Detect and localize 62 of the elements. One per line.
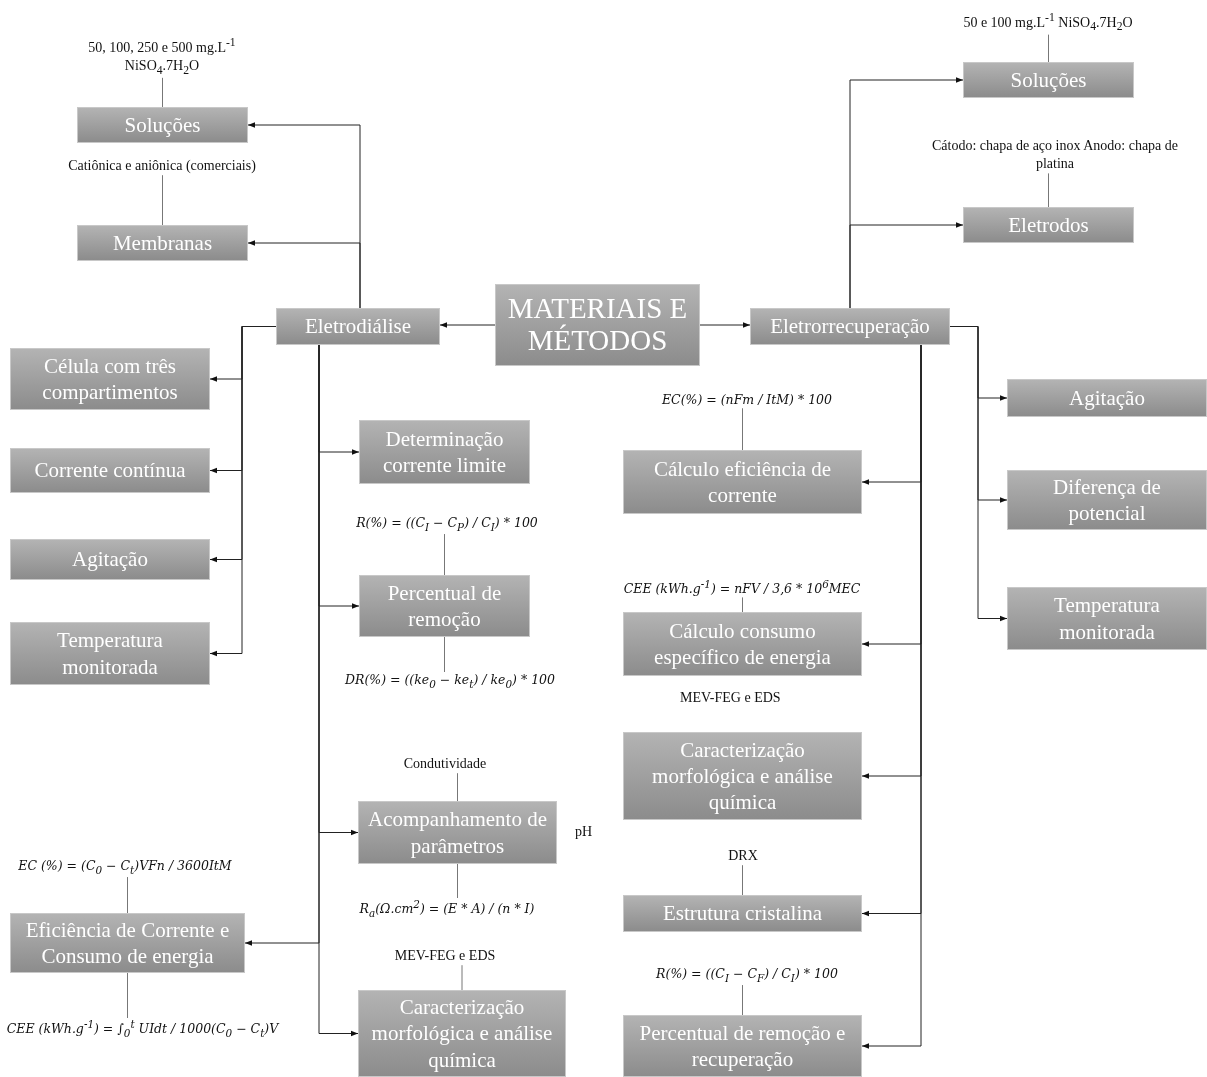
process-box: Caracterização morfológica e análise química: [623, 732, 862, 820]
leader-line: [162, 77, 163, 108]
leader-line: [444, 636, 445, 673]
leader-line: [457, 772, 458, 802]
leader-line: [742, 407, 743, 451]
formula-text: R$_{a}$(Ω.cm$^{2}$) = (E * A) / (n * I): [357, 898, 537, 921]
process-box: Temperatura monitorada: [10, 622, 210, 685]
leader-line: [127, 876, 128, 914]
process-box: Acompanhamento de parâmetros: [358, 801, 557, 864]
process-box: Diferença de potencial: [1007, 470, 1207, 530]
leader-line: [162, 174, 163, 226]
process-box: Eletrodos: [963, 207, 1134, 243]
note-text: 50 e 100 mg.L$^{-1}$ NiSO$_{4}$.7H$_{2}$O: [938, 10, 1158, 35]
process-box: Agitação: [10, 539, 210, 580]
note-text: Condutividade: [380, 755, 510, 774]
arrow: [849, 222, 964, 309]
arrow: [247, 240, 361, 309]
process-box: Temperatura monitorada: [1007, 587, 1207, 650]
formula-text: R(%) = ((C$_{I}$ − C$_{P}$) / C$_{I}$) * 100: [347, 515, 547, 535]
process-box: Corrente contínua: [10, 448, 210, 493]
process-box: Caracterização morfológica e análise química: [358, 990, 566, 1077]
leader-line: [461, 964, 463, 991]
process-box: Percentual de remoção: [359, 575, 530, 637]
process-box: Determinação corrente limite: [359, 420, 530, 484]
note-text: DRX: [703, 847, 783, 866]
leader-line: [127, 972, 128, 1019]
process-box: Eletrodiálise: [276, 308, 440, 345]
arrow: [699, 322, 751, 328]
note-text: MEV-FEG e EDS: [370, 947, 520, 966]
leader-line: [742, 596, 743, 613]
leader-line: [1048, 172, 1049, 208]
process-box: Soluções: [963, 62, 1134, 98]
title-box: MATERIAIS E MÉTODOS: [495, 284, 700, 366]
leader-line: [742, 984, 743, 1016]
note-text: Catiônica e aniônica (comerciais): [62, 157, 262, 176]
process-box: Cálculo consumo específico de energia: [623, 612, 862, 676]
note-text: 50, 100, 250 e 500 mg.L$^{-1}$ NiSO$_{4}$.7H$_{2}$O: [52, 35, 272, 78]
arrow: [244, 344, 320, 946]
formula-text: EC(%) = (nFm / ItM) * 100: [632, 392, 862, 409]
note-text: MEV-FEG e EDS: [680, 690, 781, 706]
leader-line: [444, 533, 445, 576]
process-box: Agitação: [1007, 379, 1207, 417]
process-box: Membranas: [77, 225, 248, 261]
process-box: Célula com três compartimentos: [10, 348, 210, 410]
process-box: Estrutura cristalina: [623, 895, 862, 932]
leader-line: [457, 863, 458, 899]
arrow: [439, 322, 496, 328]
arrow: [861, 344, 922, 1049]
leader-line: [742, 864, 743, 896]
leader-line: [1048, 34, 1049, 63]
note-text: Cátodo: chapa de aço inox Anodo: chapa de platina: [925, 137, 1185, 174]
note-text: pH: [575, 824, 593, 840]
process-box: Eficiência de Corrente e Consumo de energia: [10, 913, 245, 973]
formula-text: EC (%) = (C$_{0}$ − C$_{t}$)VFn / 3600ItM: [0, 858, 250, 878]
formula-text: CEE (kWh.g$^{-1}$) = ∫$_{0}$$^{t}$ UIdt / 1000(C$_{0}$ − C$_{t}$)V: [0, 1018, 285, 1041]
process-box: Cálculo eficiência de corrente: [623, 450, 862, 514]
formula-text: DR(%) = ((ke$_{0}$ − ke$_{t}$) / ke$_{0}$) * 100: [340, 672, 560, 692]
process-box: Percentual de remoção e recuperação: [623, 1015, 862, 1077]
process-box: Eletrorrecuperação: [750, 308, 950, 345]
formula-text: CEE (kWh.g$^{-1}$) = nFV / 3,6 * 10$^{6}$MEC: [592, 578, 892, 598]
process-box: Soluções: [77, 107, 248, 143]
formula-text: R(%) = ((C$_{I}$ − C$_{F}$) / C$_{I}$) * 100: [632, 966, 862, 986]
